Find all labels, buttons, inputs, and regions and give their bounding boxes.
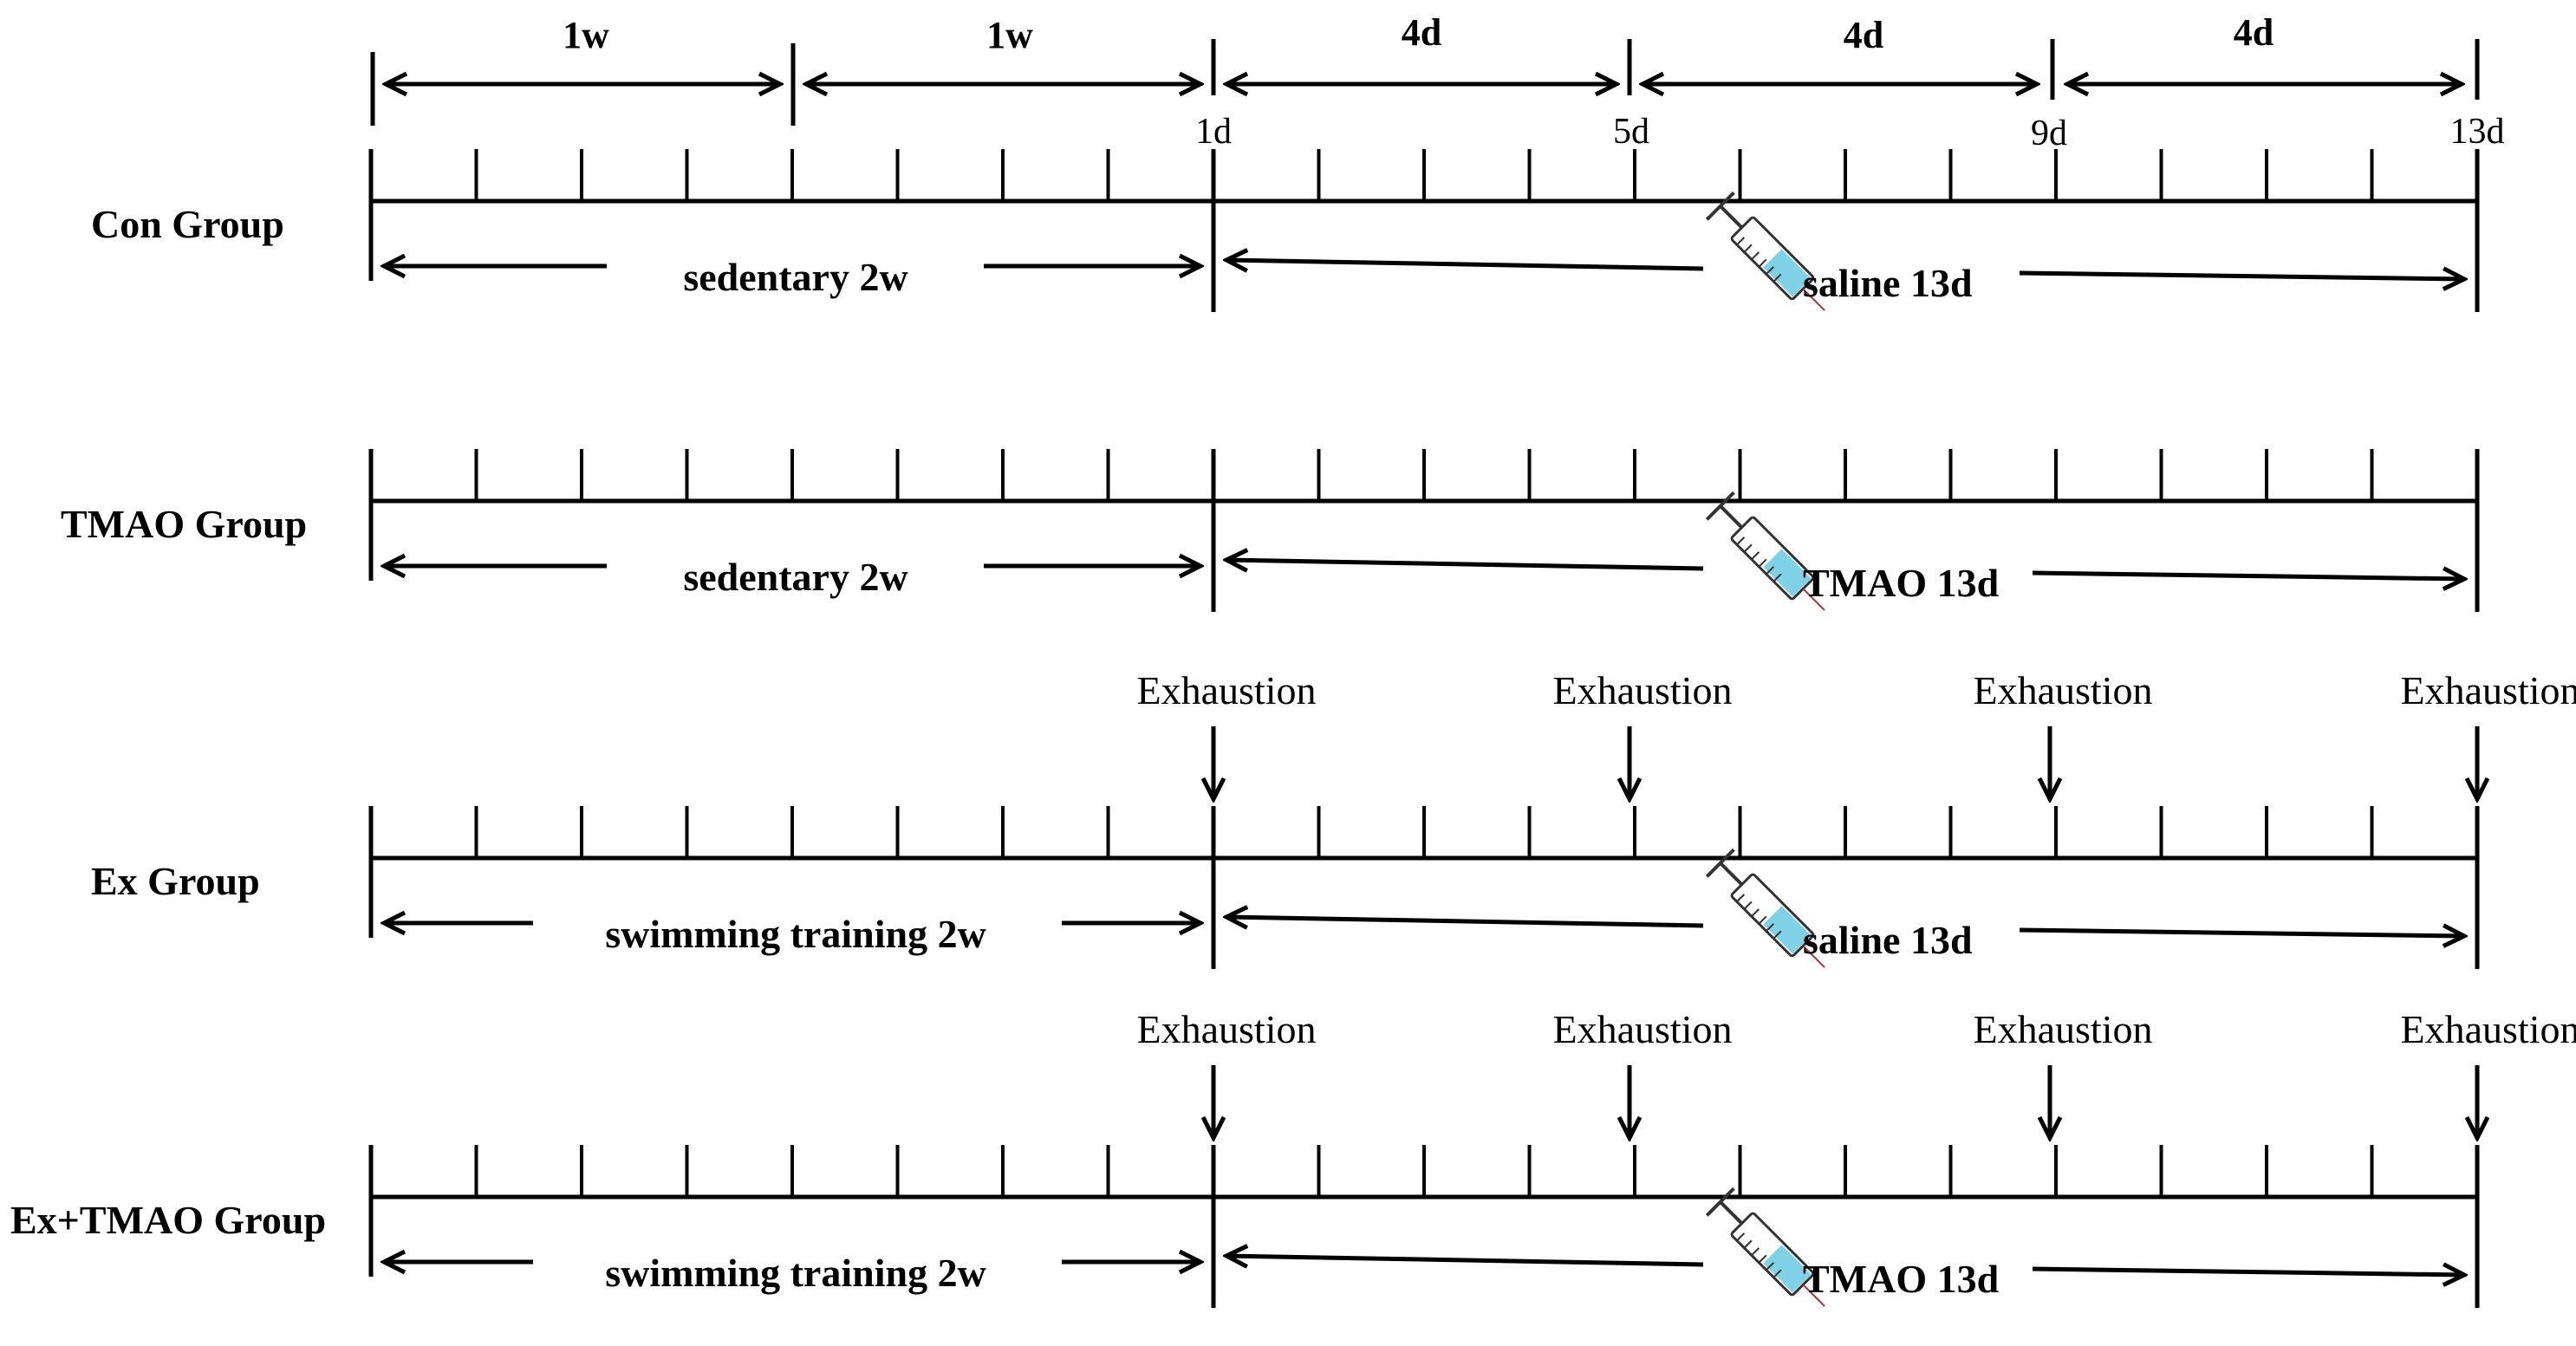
day-marker: 5d: [1613, 112, 1649, 152]
phase1-label: sedentary 2w: [683, 555, 907, 599]
group-timeline-3: Ex Group swimming training 2w saline 13d Ex…: [91, 668, 2576, 969]
exhaustion-marker: Exhaustion: [1553, 668, 1733, 799]
exhaustion-label: Exhaustion: [1553, 1007, 1733, 1051]
syringe-icon: [1705, 491, 1825, 611]
phase2-arrow-left: [1226, 560, 1704, 569]
exhaustion-marker: Exhaustion: [2401, 1007, 2576, 1138]
exhaustion-marker: Exhaustion: [1974, 668, 2153, 799]
exhaustion-label: Exhaustion: [1974, 1007, 2153, 1051]
day-marker: 9d: [2031, 114, 2067, 153]
exhaustion-label: Exhaustion: [1553, 668, 1733, 712]
phase2-arrow-right: [2019, 930, 2464, 936]
group-name: Ex+TMAO Group: [10, 1198, 326, 1242]
phase1-label: sedentary 2w: [683, 255, 907, 299]
syringe-icon: [1705, 848, 1825, 968]
phase2-label: TMAO 13d: [1803, 1257, 2000, 1301]
group-name: Con Group: [91, 202, 284, 246]
exhaustion-marker: Exhaustion: [2401, 668, 2576, 799]
period-arrow-5: 4d: [2050, 11, 2480, 100]
period-arrow-1: 1w: [370, 14, 780, 126]
exhaustion-label: Exhaustion: [1137, 668, 1317, 712]
phase2-label: TMAO 13d: [1803, 561, 2000, 605]
group-name: TMAO Group: [61, 502, 307, 546]
header-timeline: 1w 1w 4d 4d 4d 1d 5d 9d 13d: [370, 11, 2505, 153]
exhaustion-marker: Exhaustion: [1137, 1007, 1317, 1138]
exhaustion-label: Exhaustion: [1974, 668, 2153, 712]
group-timeline-4: Ex+TMAO Group swimming training 2w TMAO 13…: [10, 1007, 2576, 1308]
phase2-arrow-right: [2019, 273, 2464, 279]
exhaustion-label: Exhaustion: [2401, 1007, 2576, 1051]
syringe-icon: [1705, 191, 1825, 311]
day-marker: 1d: [1195, 112, 1232, 152]
phase2-arrow-left: [1226, 1256, 1704, 1265]
exhaustion-marker: Exhaustion: [1553, 1007, 1733, 1138]
period-arrow-4: 4d: [1627, 14, 2037, 95]
period-label: 4d: [2234, 11, 2274, 54]
phase2-label: saline 13d: [1803, 261, 1973, 305]
exhaustion-label: Exhaustion: [1137, 1007, 1317, 1051]
day-marker: 13d: [2450, 112, 2505, 152]
period-arrow-3: 4d: [1211, 11, 1617, 95]
phase2-label: saline 13d: [1803, 918, 1973, 962]
period-label: 1w: [563, 14, 609, 56]
group-timeline-2: TMAO Group sedentary 2w TMAO 13d: [61, 449, 2480, 612]
phase2-arrow-right: [2032, 573, 2464, 579]
period-arrow-2: 1w: [790, 14, 1200, 126]
group-timeline-1: Con Group sedentary 2w saline 13d: [91, 149, 2480, 312]
period-label: 4d: [1844, 14, 1883, 56]
phase2-arrow-left: [1226, 260, 1704, 269]
period-label: 1w: [986, 14, 1033, 56]
syringe-icon: [1705, 1187, 1825, 1307]
exhaustion-marker: Exhaustion: [1974, 1007, 2153, 1138]
phase2-arrow-left: [1226, 917, 1704, 926]
phase1-label: swimming training 2w: [605, 912, 986, 956]
exhaustion-label: Exhaustion: [2401, 668, 2576, 712]
exhaustion-marker: Exhaustion: [1137, 668, 1317, 799]
period-label: 4d: [1402, 11, 1441, 54]
phase1-label: swimming training 2w: [605, 1251, 986, 1295]
group-name: Ex Group: [91, 859, 260, 903]
phase2-arrow-right: [2032, 1269, 2464, 1275]
